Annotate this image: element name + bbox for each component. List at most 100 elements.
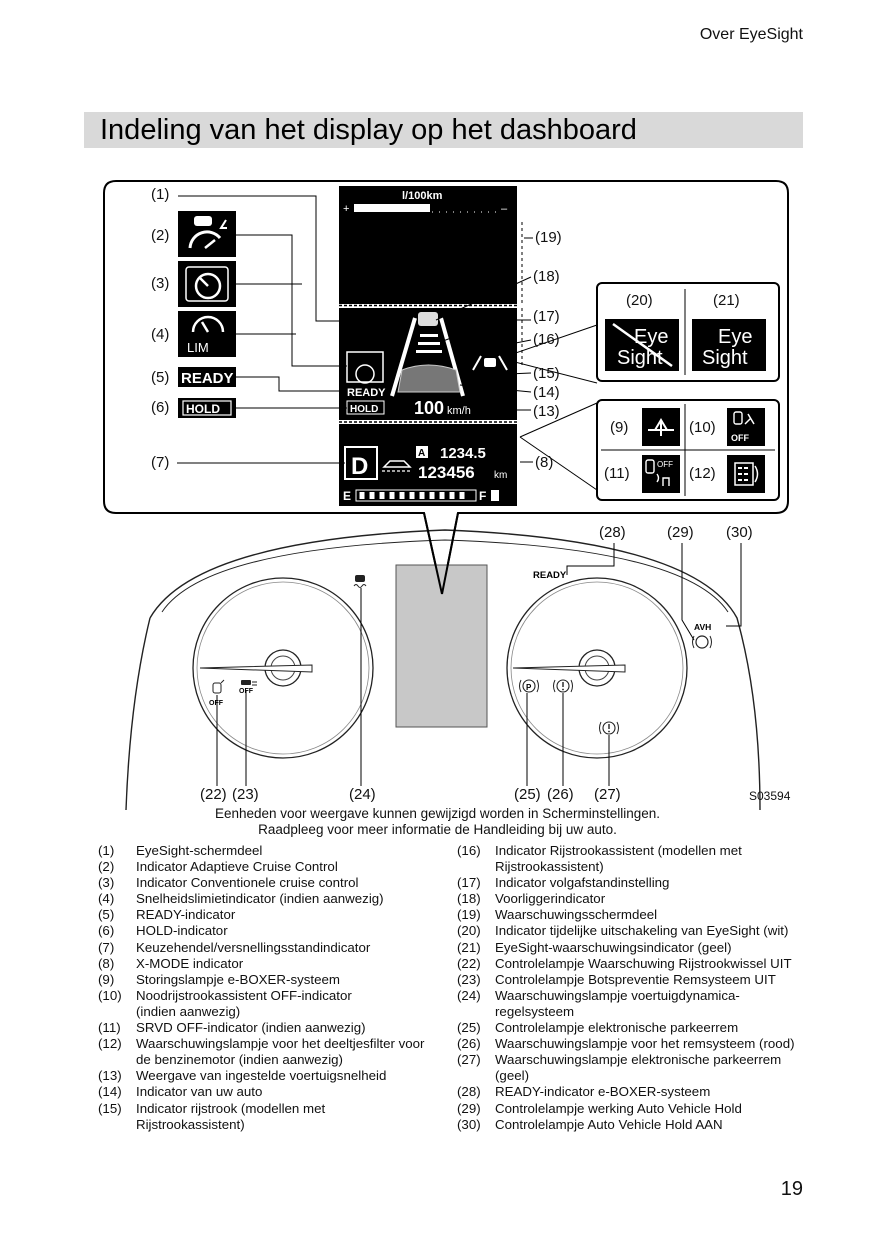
display-odo-unit: km [494, 470, 507, 481]
legend-text: Controlelampje Waarschuwing Rijstrookwis… [495, 956, 807, 972]
cluster-avh-lamp-icon [692, 635, 712, 649]
label-21: (21) [713, 292, 740, 309]
legend-number: (8) [98, 955, 115, 971]
legend-item: (18)Voorliggerindicator [457, 891, 807, 907]
legend-text: Noodrijstrookassistent OFF-indicator(ind… [136, 988, 450, 1020]
legend-number: (29) [457, 1100, 481, 1116]
legend-text-line: Keuzehendel/versnellingsstandindicator [136, 939, 371, 955]
legend-text: HOLD-indicator [136, 923, 450, 939]
sight-text-20: Sight [617, 347, 663, 369]
legend-text: Indicator van uw auto [136, 1084, 450, 1100]
legend-text: Storingslampje e-BOXER-systeem [136, 972, 450, 988]
legend-text-line: Indicator Rijstrookassistent (modellen m… [495, 843, 742, 858]
legend-number: (19) [457, 907, 481, 923]
legend-text: Indicator Adaptieve Cruise Control [136, 859, 450, 875]
caption-line-1: Eenheden voor weergave kunnen gewijzigd … [214, 806, 661, 821]
cruise-control-icon [178, 261, 236, 307]
label-7: (7) [151, 454, 170, 471]
label-6: (6) [151, 399, 170, 416]
legend-item: (23)Controlelampje Botspreventie Remsyst… [457, 972, 807, 988]
section-header: Over EyeSight [699, 26, 803, 43]
cluster-vdc-warning-icon [353, 575, 367, 588]
label-20: (20) [626, 292, 653, 309]
legend-left: (1) EyeSight-schermdeel (2) Indicator Adapt… [98, 843, 450, 1133]
legend-item: (12)Waarschuwingslampje voor het deeltje… [98, 1036, 450, 1068]
legend-text: Voorliggerindicator [495, 891, 807, 907]
legend-number: (1) [98, 843, 115, 858]
label-13: (13) [533, 403, 560, 420]
legend-text-line: X-MODE indicator [136, 955, 244, 971]
label-11: (11) [604, 465, 630, 482]
legend-number: (17) [457, 875, 481, 891]
cluster-parking-brake-icon: P [519, 679, 539, 693]
legend-text: Waarschuwingslampje voertuigdynamica-reg… [495, 988, 807, 1020]
legend-text: READY-indicator [136, 907, 450, 923]
legend-text-line: (geel) [495, 1068, 529, 1084]
label-2: (2) [151, 227, 170, 244]
label-25: (25) [514, 786, 541, 803]
legend-item: (30) Controlelampje Auto Vehicle Hold AAN [457, 1117, 807, 1133]
legend-text: X-MODE indicator [136, 956, 450, 972]
fuel-e: E [343, 489, 351, 503]
legend-number: (30) [457, 1116, 481, 1132]
label-14: (14) [533, 384, 560, 401]
trip-badge: A [418, 448, 425, 459]
legend-item: (20)Indicator tijdelijke uitschakeling v… [457, 923, 807, 939]
legend-text: Waarschuwingslampje voor het deeltjesfil… [136, 1036, 450, 1068]
cluster-avh-text: AVH [694, 622, 711, 632]
label-18: (18) [533, 268, 560, 285]
hold-icon-text: HOLD [186, 402, 220, 416]
legend-text-line: HOLD-indicator [136, 923, 228, 939]
acc-indicator-icon [178, 211, 236, 257]
legend-item: (7)Keuzehendel/versnellingsstandindicato… [98, 940, 450, 956]
cluster-lane-off-text: OFF [209, 700, 224, 707]
legend-text: Indicator Conventionele cruise control [136, 875, 450, 891]
legend-item: (27)Waarschuwingslampje elektronische pa… [457, 1052, 807, 1084]
legend-number: (28) [457, 1084, 481, 1100]
legend-item: (17)Indicator volgafstandinstelling [457, 875, 807, 891]
legend-text-line: SRVD OFF-indicator (indien aanwezig) [136, 1020, 366, 1036]
lim-text: LIM [187, 340, 209, 355]
legend-item: (9) Storingslampje e-BOXER-systeem [98, 972, 450, 988]
fuel-minus: – [501, 203, 508, 215]
cluster-brake-off-icon [241, 680, 257, 686]
label-3: (3) [151, 275, 170, 292]
speed-limiter-icon: LIM [178, 311, 236, 357]
legend-text-line: Rijstrookassistent) [495, 859, 604, 875]
legend-text: EyeSight-schermdeel [136, 843, 450, 859]
display-odometer: 123456 [418, 463, 475, 482]
label-28: (28) [599, 524, 626, 541]
legend-number: (20) [457, 923, 481, 939]
legend-item: (4)Snelheidslimietindicator (indien aanw… [98, 891, 450, 907]
legend-text: Waarschuwingslampje voor het remsysteem … [495, 1036, 807, 1052]
legend-item: (10)Noodrijstrookassistent OFF-indicator… [98, 988, 450, 1020]
legend-number: (21) [457, 939, 481, 955]
label-27: (27) [594, 786, 621, 803]
legend-item: (24)Waarschuwingslampje voertuigdynamica… [457, 988, 807, 1020]
legend-text-line: Indicator Adaptieve Cruise Control [136, 859, 338, 875]
legend-item: (19) Waarschuwingsschermdeel [457, 907, 807, 923]
legend-number: (2) [98, 859, 115, 875]
legend-item: (6)HOLD-indicator [98, 923, 450, 939]
legend-number: (16) [457, 843, 481, 858]
legend-text-line: Weergave van ingestelde voertuigsnelheid [136, 1068, 387, 1084]
legend-number: (9) [98, 971, 115, 987]
legend-number: (4) [98, 891, 115, 907]
dashboard-illustration: READY AVH OFF OFF P l/100km + – [103, 180, 789, 810]
legend-text-line: Controlelampje Auto Vehicle Hold AAN [495, 1116, 723, 1132]
legend-text-line: Waarschuwingslampje voertuigdynamica- [495, 987, 740, 1003]
legend-text: Keuzehendel/versnellingsstandindicator [136, 940, 450, 956]
legend-item: (5)READY-indicator [98, 907, 450, 923]
legend-text-line: Waarschuwingslampje voor het remsysteem … [495, 1036, 795, 1052]
label-26: (26) [547, 786, 574, 803]
legend-item: (8) X-MODE indicator [98, 956, 450, 972]
legend-text-line: EyeSight-schermdeel [136, 843, 263, 858]
label-19: (19) [535, 229, 562, 246]
legend-number: (26) [457, 1036, 481, 1052]
legend-text: Waarschuwingslampje elektronische parkee… [495, 1052, 807, 1084]
display-gear: D [351, 453, 368, 480]
label-9: (9) [610, 419, 629, 436]
legend-text-line: Waarschuwingsschermdeel [495, 907, 658, 923]
